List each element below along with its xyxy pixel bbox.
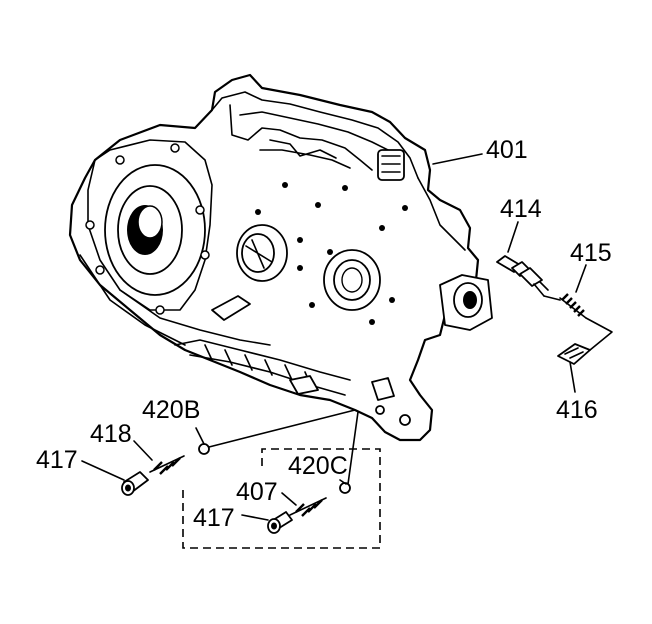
- transmission-case-icon: [68, 73, 493, 442]
- spring-icon: [289, 497, 327, 517]
- plug-icon: [121, 471, 149, 496]
- check-ball-icon: [198, 443, 210, 455]
- callout-416: 416: [556, 396, 598, 424]
- callout-420b: 420B: [142, 396, 200, 424]
- callout-420c: 420C: [288, 452, 348, 480]
- spring-icon: [559, 293, 587, 319]
- spring-icon: [149, 455, 185, 475]
- callout-401: 401: [486, 136, 528, 164]
- callout-414: 414: [500, 195, 542, 223]
- callout-417-upper: 417: [36, 446, 78, 474]
- plug-icon: [267, 511, 293, 534]
- leader-lines: [81, 153, 613, 521]
- callout-417-lower: 417: [193, 504, 235, 532]
- callout-415: 415: [570, 239, 612, 267]
- filter-screen-icon: [557, 343, 591, 365]
- inset-box: [182, 448, 381, 549]
- callout-418: 418: [90, 420, 132, 448]
- valve-icon: [496, 255, 549, 297]
- callout-407: 407: [236, 478, 278, 506]
